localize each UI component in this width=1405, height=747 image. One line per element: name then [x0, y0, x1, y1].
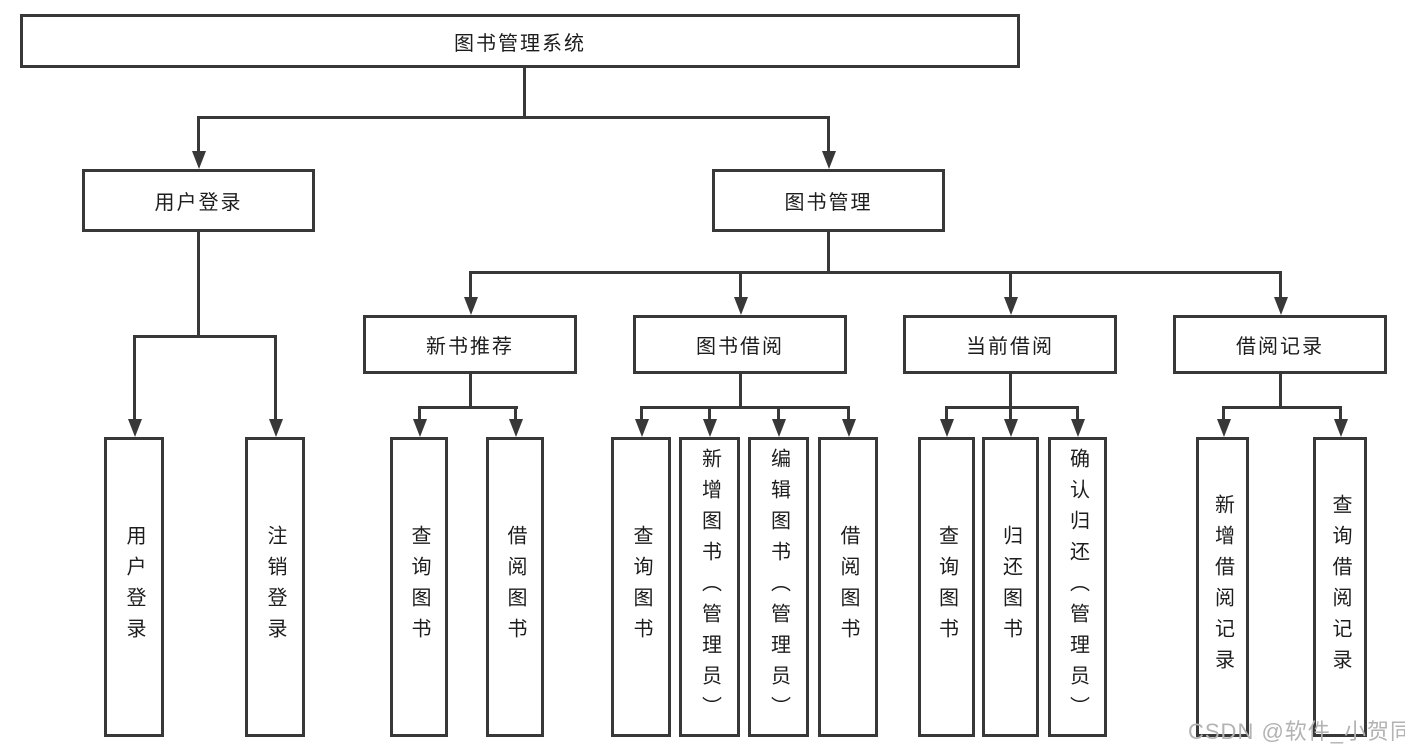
connector-book-management-stub: [827, 232, 830, 274]
connector-drop-leaf: [418, 406, 421, 422]
connector-drop-book-borrow: [739, 271, 742, 299]
node-book-management-label: 图书管理: [784, 192, 873, 214]
leaf-user-login: 用户登录: [104, 437, 164, 737]
connector-user-login-stub: [197, 232, 200, 338]
leaf-newbooks-query-books-label: 查询图书: [408, 525, 430, 649]
connector-borrow-records-stub: [1279, 374, 1282, 409]
leaf-borrow-borrow-books-label: 借阅图书: [837, 525, 859, 649]
leaf-newbooks-query-books: 查询图书: [390, 437, 448, 737]
arrow-down: [635, 419, 649, 437]
arrow-down: [703, 419, 717, 437]
arrow-down: [822, 151, 836, 169]
connector-drop-leaf: [708, 406, 711, 422]
leaf-current-return-books-label: 归还图书: [999, 525, 1022, 649]
leaf-current-confirm-return-admin: 确认归还（管理员）: [1048, 437, 1107, 737]
csdn-watermark: CSDN @软件_小贺同学: [1188, 719, 1405, 744]
connector-current-borrow-bus: [945, 406, 1079, 409]
leaf-user-login-label: 用户登录: [123, 525, 145, 649]
connector-drop-leaf: [1009, 406, 1012, 422]
arrow-down: [1217, 419, 1231, 437]
connector-drop-user-login: [197, 116, 200, 155]
connector-drop-leaf: [514, 406, 517, 422]
leaf-records-add-record: 新增借阅记录: [1196, 437, 1249, 737]
node-book-management: 图书管理: [712, 169, 945, 232]
connector-drop-leaf: [133, 335, 136, 421]
connector-drop-leaf: [847, 406, 850, 422]
leaf-logout: 注销登录: [245, 437, 305, 737]
arrow-down: [128, 419, 142, 437]
connector-drop-leaf: [1339, 406, 1342, 422]
arrow-down: [940, 419, 954, 437]
connector-new-books-stub: [469, 374, 472, 409]
node-book-borrow-label: 图书借阅: [696, 336, 784, 358]
leaf-current-query-books-label: 查询图书: [935, 525, 958, 649]
node-book-borrow: 图书借阅: [633, 315, 847, 374]
arrow-down: [842, 419, 856, 437]
connector-book-management-bus: [469, 271, 1282, 274]
connector-borrow-records-bus: [1222, 406, 1342, 409]
node-current-borrow: 当前借阅: [903, 315, 1117, 374]
connector-book-borrow-stub: [739, 374, 742, 409]
connector-drop-leaf: [945, 406, 948, 422]
connector-drop-leaf: [1222, 406, 1225, 422]
arrow-down: [464, 297, 478, 315]
leaf-borrow-query-books: 查询图书: [611, 437, 671, 737]
node-new-book-recommend-label: 新书推荐: [426, 336, 514, 358]
leaf-borrow-add-books-admin-label: 新增图书（管理员）: [698, 447, 721, 727]
node-current-borrow-label: 当前借阅: [966, 336, 1054, 358]
leaf-records-add-record-label: 新增借阅记录: [1211, 494, 1234, 680]
connector-root-stub: [523, 67, 526, 119]
connector-drop-leaf: [274, 335, 277, 421]
leaf-borrow-borrow-books: 借阅图书: [818, 437, 878, 737]
node-borrow-records: 借阅记录: [1173, 315, 1387, 374]
node-library-system-label: 图书管理系统: [454, 32, 586, 55]
leaf-current-confirm-return-admin-label: 确认归还（管理员）: [1066, 447, 1089, 727]
connector-new-books-bus: [418, 406, 518, 409]
node-library-system: 图书管理系统: [20, 14, 1020, 68]
connector-drop-book-management: [827, 116, 830, 155]
connector-drop-current-borrow: [1009, 271, 1012, 299]
arrow-down: [269, 419, 283, 437]
arrow-down: [1004, 419, 1018, 437]
node-borrow-records-label: 借阅记录: [1236, 336, 1324, 358]
connector-root-bus: [197, 116, 830, 119]
leaf-newbooks-borrow-books: 借阅图书: [486, 437, 544, 737]
leaf-records-query-record: 查询借阅记录: [1313, 437, 1367, 737]
connector-drop-leaf: [777, 406, 780, 422]
arrow-down: [1071, 419, 1085, 437]
connector-current-borrow-stub: [1009, 374, 1012, 409]
node-new-book-recommend: 新书推荐: [363, 315, 577, 374]
leaf-logout-label: 注销登录: [264, 525, 286, 649]
leaf-borrow-add-books-admin: 新增图书（管理员）: [679, 437, 740, 737]
leaf-current-return-books: 归还图书: [982, 437, 1039, 737]
connector-drop-new-books: [469, 271, 472, 299]
connector-user-login-bus: [133, 335, 277, 338]
connector-drop-leaf: [640, 406, 643, 422]
leaf-borrow-edit-books-admin-label: 编辑图书（管理员）: [767, 447, 790, 727]
arrow-down: [1004, 297, 1018, 315]
leaf-borrow-edit-books-admin: 编辑图书（管理员）: [748, 437, 809, 737]
leaf-borrow-query-books-label: 查询图书: [630, 525, 652, 649]
arrow-down: [192, 151, 206, 169]
leaf-records-query-record-label: 查询借阅记录: [1329, 494, 1351, 680]
arrow-down: [772, 419, 786, 437]
connector-drop-leaf: [1076, 406, 1079, 422]
leaf-current-query-books: 查询图书: [918, 437, 975, 737]
arrow-down: [734, 297, 748, 315]
arrow-down: [413, 419, 427, 437]
arrow-down: [1334, 419, 1348, 437]
connector-drop-borrow-records: [1279, 271, 1282, 299]
node-user-login: 用户登录: [82, 169, 315, 232]
connector-book-borrow-bus: [640, 406, 850, 409]
node-user-login-label: 用户登录: [154, 192, 243, 214]
arrow-down: [509, 419, 523, 437]
arrow-down: [1274, 297, 1288, 315]
leaf-newbooks-borrow-books-label: 借阅图书: [504, 525, 526, 649]
